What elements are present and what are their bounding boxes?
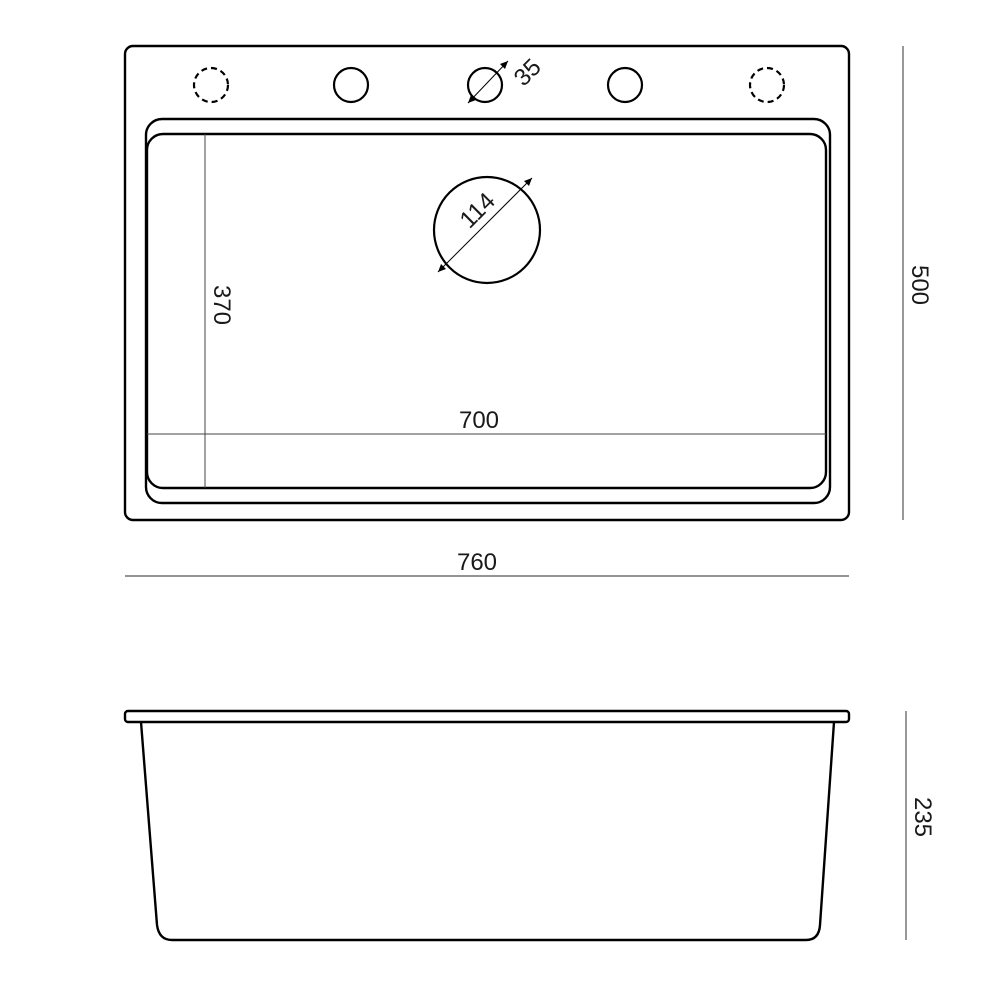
overall-width-label: 760 — [457, 549, 497, 576]
tap-hole-optional-right — [748, 66, 786, 104]
tap-hole-optional-left — [192, 66, 230, 104]
tap-hole-diameter-label: 35 — [509, 54, 547, 92]
tap-hole-left — [332, 66, 370, 104]
tap-hole-right — [606, 66, 644, 104]
top-view: 35 114 370 700 500 760 — [123, 44, 933, 577]
basin-inner-outline — [145, 132, 828, 490]
drain-dimension: 114 — [437, 177, 533, 273]
sink-lip-outline — [123, 709, 851, 724]
height-label: 235 — [909, 797, 936, 837]
bowl-width-label: 700 — [459, 407, 499, 434]
side-view: 235 — [123, 709, 936, 942]
tap-hole-dimension: 35 — [467, 54, 547, 104]
overall-depth-label: 500 — [906, 265, 933, 305]
tap-hole-center — [466, 66, 504, 104]
sink-outer-outline — [123, 44, 851, 522]
drain-hole — [432, 175, 542, 285]
sink-body-outline — [139, 721, 836, 942]
drain-diameter-label: 114 — [455, 188, 501, 234]
bowl-depth-label: 370 — [208, 285, 235, 325]
